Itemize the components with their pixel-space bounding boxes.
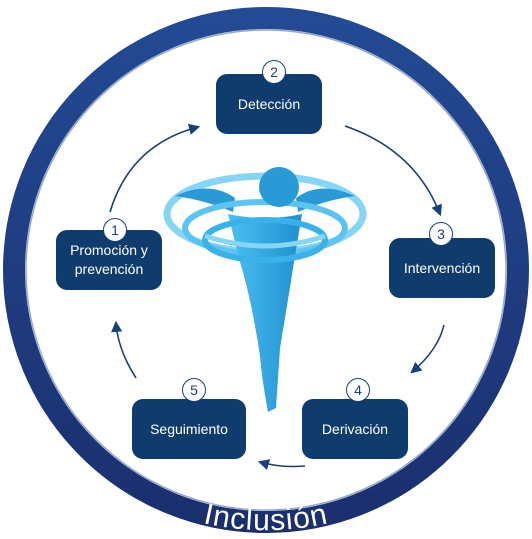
step-box-2: Detección xyxy=(216,74,322,134)
step-4-number: 4 xyxy=(346,378,370,402)
human-figure-icon xyxy=(163,167,367,412)
step-3-number: 3 xyxy=(429,222,453,246)
step-box-5: Seguimiento xyxy=(132,399,246,459)
arrow-1-to-2 xyxy=(109,123,201,213)
step-2-number: 2 xyxy=(262,60,286,84)
step-box-4: Derivación xyxy=(302,399,408,459)
step-2-label: Detección xyxy=(237,95,301,112)
inner-ring-line xyxy=(25,29,507,511)
arrow-3-to-4 xyxy=(410,324,445,374)
arrow-4-to-5 xyxy=(257,459,306,470)
step-1-label: Promoción y prevención xyxy=(70,242,148,277)
step-box-1: Promoción y prevención xyxy=(56,230,162,290)
inclusion-ring xyxy=(3,7,529,533)
arrow-5-to-1 xyxy=(111,320,137,379)
step-5-number: 5 xyxy=(182,378,206,402)
step-box-3: Intervención xyxy=(389,238,495,298)
step-3-label: Intervención xyxy=(403,259,481,276)
step-1-number: 1 xyxy=(103,218,127,242)
arrow-2-to-3 xyxy=(344,125,442,217)
step-5-label: Seguimiento xyxy=(150,420,228,437)
step-4-label: Derivación xyxy=(321,420,389,437)
cycle-arrows xyxy=(109,123,445,470)
